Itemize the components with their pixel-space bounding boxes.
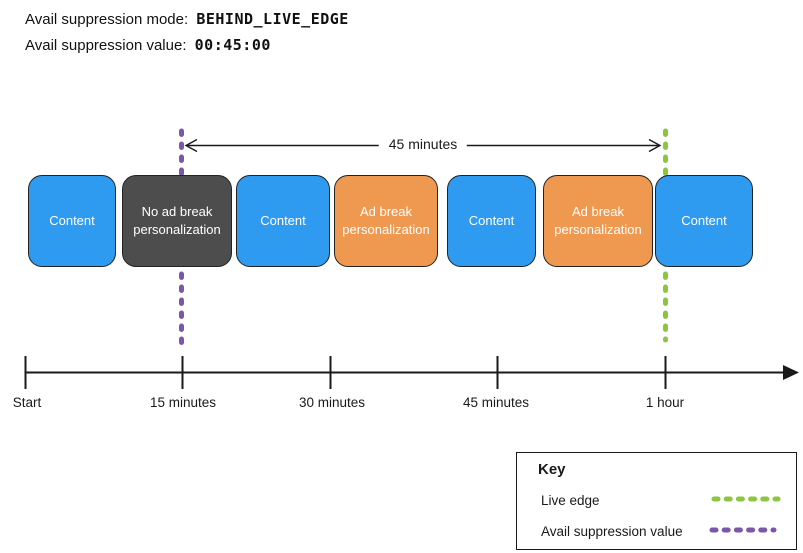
timeline-block-content: Content <box>655 175 753 267</box>
time-axis-arrowhead <box>783 365 799 380</box>
duration-arrow-left-head <box>184 138 198 153</box>
avail-suppression-mode-line: Avail suppression mode: BEHIND_LIVE_EDGE <box>25 10 349 28</box>
timeline-block-content: Content <box>28 175 116 267</box>
timeline-block-content: Content <box>236 175 330 267</box>
timeline-block-no-ad-break-personalization: No ad break personalization <box>122 175 232 267</box>
key-item-live-edge-label: Live edge <box>541 493 600 508</box>
axis-label-start: Start <box>12 395 42 410</box>
key-item-avail-suppression-label: Avail suppression value <box>541 524 683 539</box>
avail-suppression-mode-value: BEHIND_LIVE_EDGE <box>196 10 349 28</box>
key-title: Key <box>538 461 566 478</box>
duration-arrow-right-head <box>648 138 662 153</box>
avail-suppression-value-value: 00:45:00 <box>194 36 271 54</box>
live-edge-dash-sample <box>711 496 781 502</box>
axis-label-30-minutes: 30 minutes <box>298 395 366 410</box>
timeline-block-ad-break-personalization: Ad break personalization <box>334 175 438 267</box>
time-axis <box>24 356 799 389</box>
axis-label-1-hour: 1 hour <box>645 395 685 410</box>
timeline-block-ad-break-personalization: Ad break personalization <box>543 175 653 267</box>
avail-suppression-value-line: Avail suppression value: 00:45:00 <box>25 36 271 54</box>
avail-suppression-value-label: Avail suppression value: <box>25 37 187 54</box>
key-box: Key Live edge Avail suppression value <box>516 452 797 550</box>
timeline-block-content: Content <box>447 175 536 267</box>
duration-label: 45 minutes <box>378 136 468 152</box>
axis-label-45-minutes: 45 minutes <box>462 395 530 410</box>
avail-suppression-mode-label: Avail suppression mode: <box>25 11 189 28</box>
axis-label-15-minutes: 15 minutes <box>149 395 217 410</box>
avail-suppression-dash-sample <box>709 527 777 533</box>
